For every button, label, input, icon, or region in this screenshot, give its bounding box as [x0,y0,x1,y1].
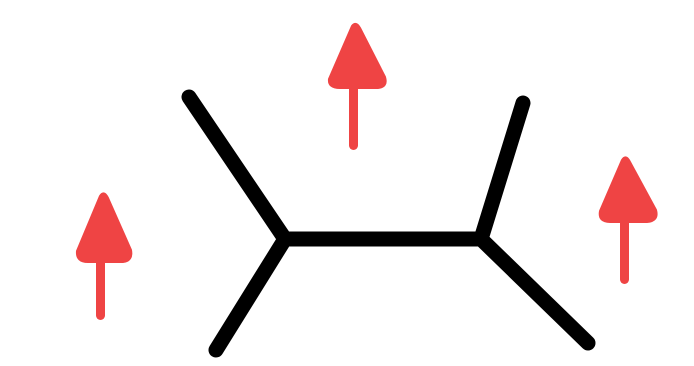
upper-left-bond [181,89,293,247]
lower-left-bond [208,231,293,358]
molecule-skeleton [181,89,596,358]
upper-right-bond [473,95,531,247]
lower-right-bond [473,231,596,351]
right-arrow-head [598,156,658,223]
arrow-up-icon [75,192,133,320]
arrow-up-icon [327,22,387,150]
middle-arrow-head [327,22,387,89]
arrow-up-icon [598,156,658,284]
left-arrow-head [75,192,133,263]
